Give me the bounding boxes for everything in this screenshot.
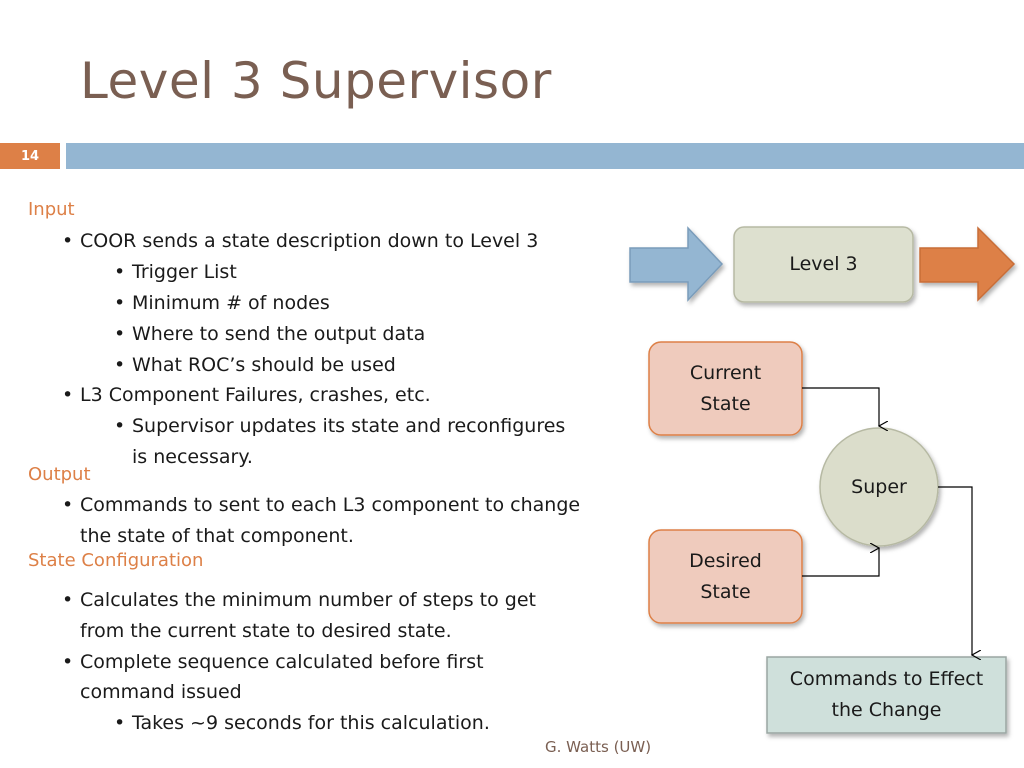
state-config-bullet-1-cont-text: from the current state to desired state. [80,620,452,642]
super-label: Super [851,475,907,498]
current-state-label: Current State [649,342,802,435]
commands-line-2: the Change [831,699,942,721]
level3-box [733,226,914,303]
state-config-bullet-1-text: Calculates the minimum number of steps t… [80,589,536,611]
input-sub-bullet-4-text: What ROC’s should be used [132,354,396,376]
slide-title: Level 3 Supervisor [80,52,552,110]
input-arrow-icon [629,226,724,302]
input-bullet-1-text: COOR sends a state description down to L… [80,230,539,252]
output-bullet-1-cont-text: the state of that component. [80,525,354,547]
desired-to-super-connector [802,548,879,577]
input-heading: Input [28,199,75,220]
level3-label: Level 3 [789,253,858,275]
input-sub-bullet-1-text: Trigger List [132,261,237,283]
output-heading: Output [28,464,91,485]
desired-state-line-2: State [700,580,751,603]
input-sub-bullet-3-text: Where to send the output data [132,323,426,345]
current-state-line-2: State [700,392,751,415]
input-sub-bullet-5-text: Supervisor updates its state and reconfi… [132,415,566,437]
slide-number: 14 [0,143,60,169]
footer-author: G. Watts (UW) [545,738,652,756]
header-bar [66,143,1024,169]
current-to-super-connector [802,387,879,426]
state-config-bullet-2-cont-text: command issued [80,681,242,703]
output-arrow-icon [919,226,1016,302]
commands-box [766,656,1007,734]
input-sub-bullet-2-text: Minimum # of nodes [132,292,330,314]
current-state-line-1: Current [689,361,762,384]
input-bullet-2-text: L3 Component Failures, crashes, etc. [80,384,431,406]
state-config-sub-bullet-1-text: Takes ~9 seconds for this calculation. [132,712,490,734]
commands-label: Commands to Effect the Change [767,657,1006,733]
super-to-commands-connector [938,486,972,655]
output-bullet-1-text: Commands to sent to each L3 component to… [80,494,581,516]
state-config-heading: State Configuration [28,550,204,571]
input-sub-bullet-5-cont-text: is necessary. [132,446,253,468]
desired-state-label: Desired State [649,530,802,623]
desired-state-line-1: Desired [689,549,762,572]
commands-line-1: Commands to Effect [789,668,984,690]
state-config-bullet-2-text: Complete sequence calculated before firs… [80,651,484,673]
